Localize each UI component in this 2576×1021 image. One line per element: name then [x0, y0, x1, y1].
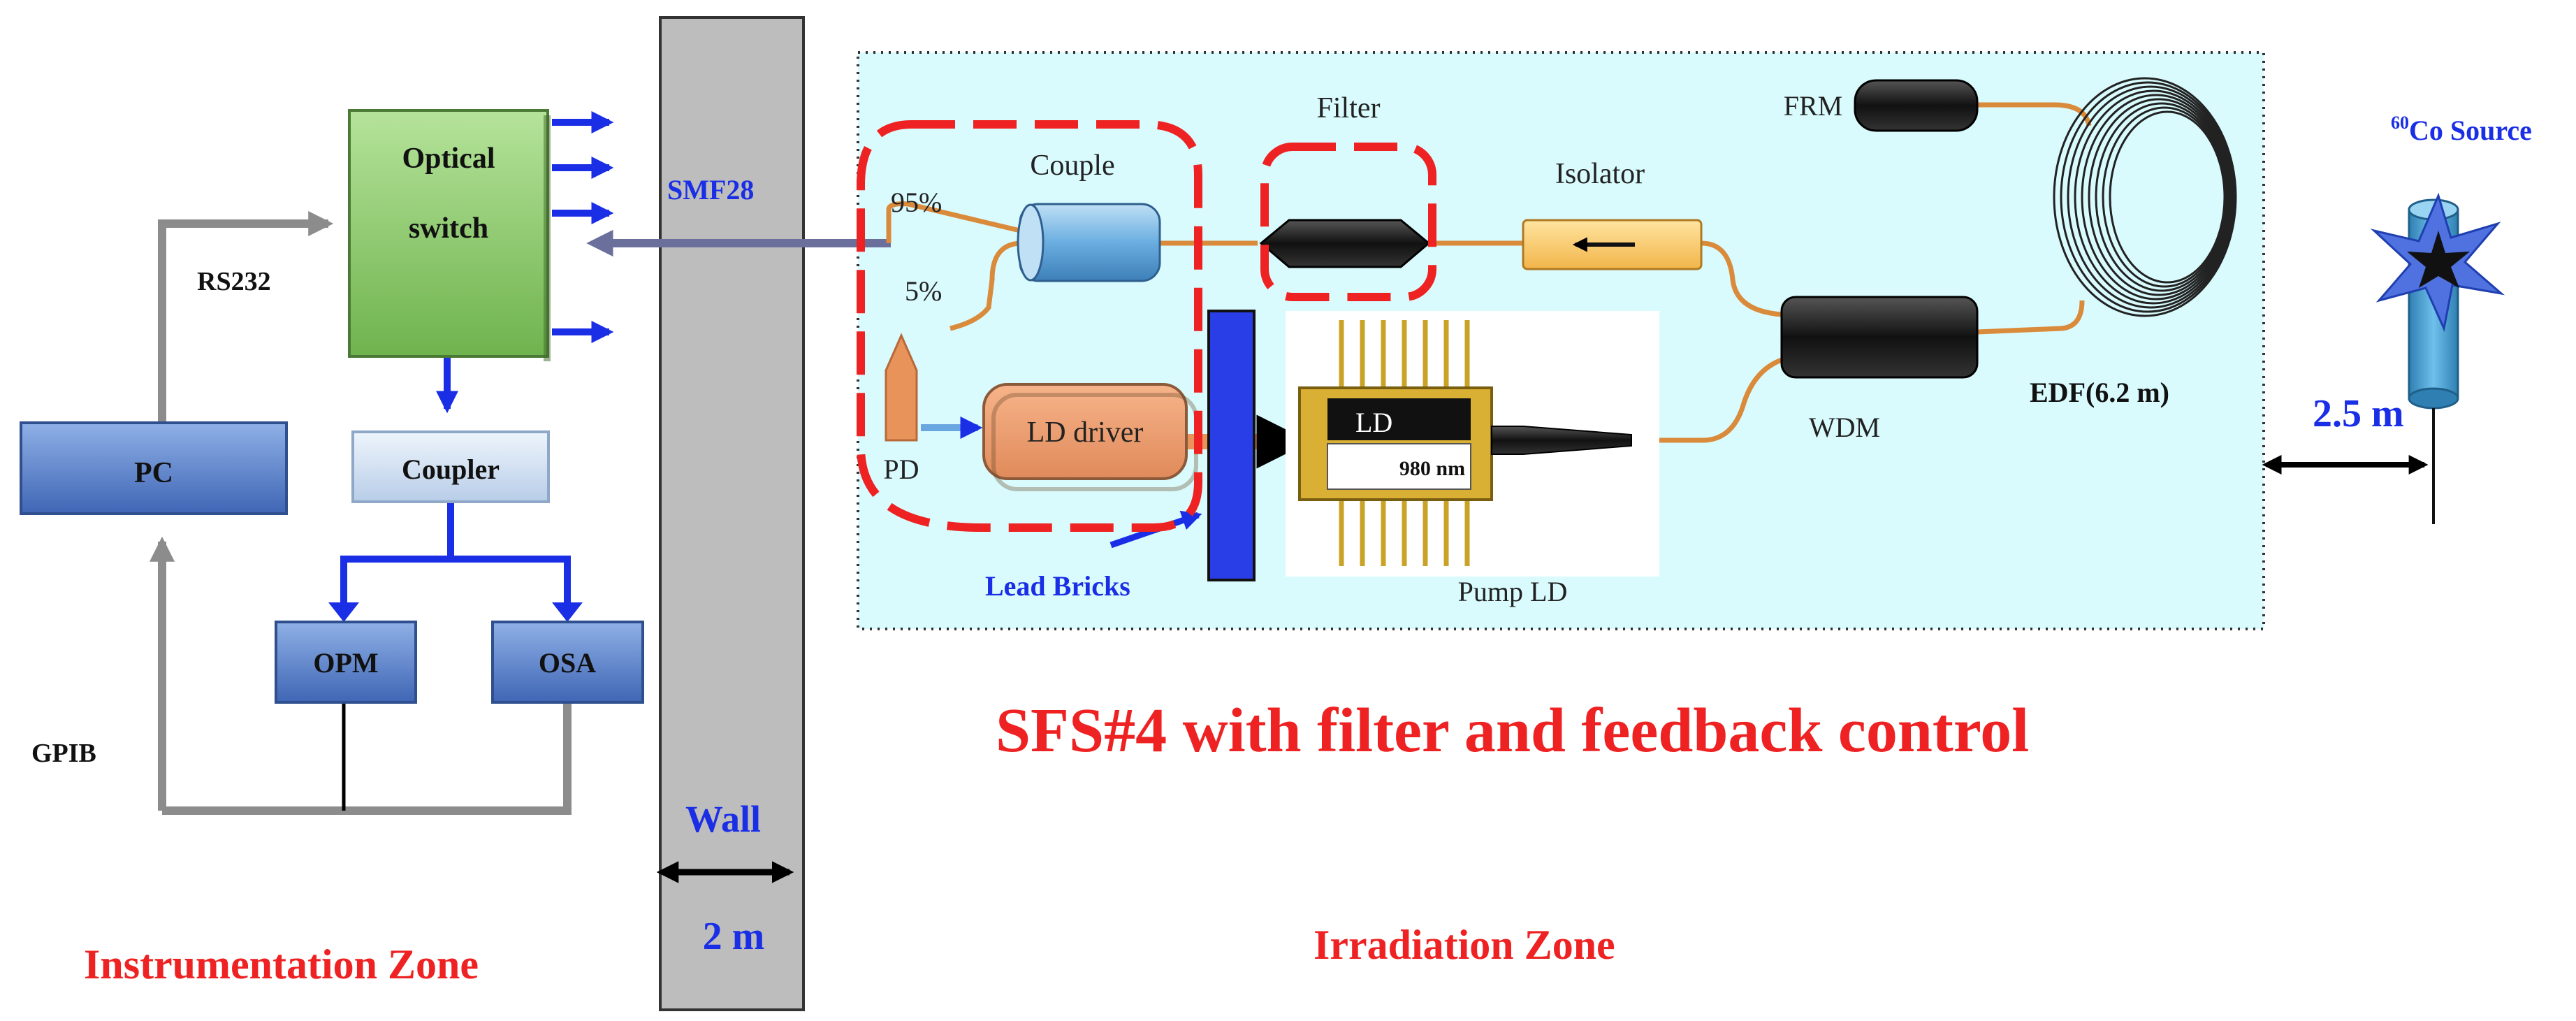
filter-label: Filter: [1317, 92, 1381, 124]
coupler-split-arrows: [340, 503, 571, 608]
diagram-title: SFS#4 with filter and feedback control: [996, 696, 2029, 765]
pd-component: PD: [883, 333, 919, 485]
couple-label: Couple: [1030, 150, 1114, 182]
optical-switch-label-1: Optical: [402, 143, 495, 175]
coupler-split-heads: [328, 602, 583, 622]
co60-source: [2370, 192, 2505, 524]
wall-label: Wall: [685, 798, 761, 840]
pc-box: PC: [20, 421, 288, 515]
instrumentation-zone-label: Instrumentation Zone: [84, 941, 479, 987]
pc-label: PC: [134, 457, 173, 489]
pump-ld-label: Pump LD: [1458, 576, 1568, 607]
filter-component: Filter: [1259, 92, 1431, 268]
wall: [659, 16, 805, 1011]
pump-ld-component: LD 980 nm Pump LD: [1286, 311, 1659, 607]
fiber-paths: [886, 102, 2092, 443]
switch-channel-arrows: [552, 110, 614, 344]
split-95-label: 95%: [891, 187, 942, 218]
feedback-region-outline: [857, 120, 1202, 532]
optical-switch: Optical switch: [348, 109, 551, 361]
rs232-link: [158, 211, 334, 423]
optical-switch-label-2: switch: [409, 212, 488, 245]
osa-box: OSA: [491, 621, 644, 704]
opm-box: OPM: [275, 621, 417, 704]
frm-label: FRM: [1784, 90, 1843, 122]
frm-component: FRM: [1784, 79, 1979, 132]
co60-source-label: 60Co Source: [2391, 113, 2532, 146]
opm-label: OPM: [313, 647, 378, 679]
smf28-label: SMF28: [667, 174, 754, 205]
irradiation-zone-label: Irradiation Zone: [1314, 922, 1615, 968]
coupler-box: Coupler: [351, 430, 550, 503]
gpib-label: GPIB: [31, 739, 96, 768]
ld-driver-component: LD driver: [982, 383, 1198, 491]
pd-label: PD: [883, 454, 919, 485]
ld-wavelength-label: 980 nm: [1399, 457, 1465, 480]
lead-bricks: [1207, 310, 1256, 581]
isolator-label: Isolator: [1555, 158, 1645, 190]
edf-label: EDF(6.2 m): [2030, 377, 2169, 408]
isolator-component: Isolator: [1522, 158, 1703, 270]
ld-chip-label: LD: [1355, 407, 1392, 438]
wdm-component: WDM: [1780, 296, 1979, 443]
coupler-label: Coupler: [402, 454, 500, 485]
co60-name: Co Source: [2409, 115, 2532, 146]
gpib-link: [150, 536, 572, 815]
osa-label: OSA: [539, 647, 596, 679]
rs232-label: RS232: [197, 267, 271, 296]
wall-thickness-label: 2 m: [703, 915, 765, 958]
co60-mass-number: 60: [2391, 113, 2409, 133]
ld-driver-label: LD driver: [1027, 417, 1144, 449]
filter-highlight-outline: [1260, 143, 1436, 301]
edf-coil: [2053, 77, 2237, 317]
couple-component: Couple: [1017, 150, 1161, 282]
source-distance-label: 2.5 m: [2313, 392, 2404, 435]
split-5-label: 5%: [905, 275, 942, 307]
lead-bricks-label: Lead Bricks: [985, 570, 1130, 602]
wdm-label: WDM: [1809, 412, 1880, 443]
